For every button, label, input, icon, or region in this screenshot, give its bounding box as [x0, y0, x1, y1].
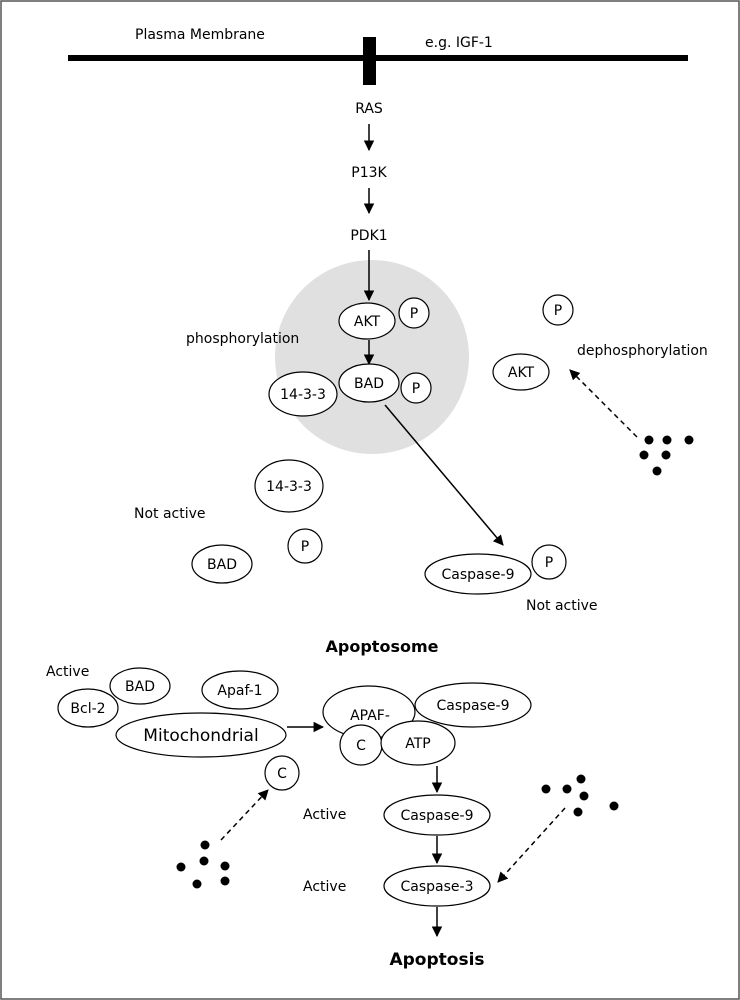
apoptosome-caspase9-node — [414, 682, 532, 728]
dephosphorylation-label: dephosphorylation — [577, 343, 708, 359]
pdk1-label: PDK1 — [350, 228, 387, 244]
free-1433-label: 14-3-3 — [266, 479, 312, 495]
phosphorylation-zone — [275, 260, 469, 454]
phosphorylation-label: phosphorylation — [186, 331, 299, 347]
bcl2-node — [57, 688, 119, 728]
free-p-node — [287, 528, 323, 564]
caspase3-node — [383, 865, 491, 907]
free-bad-node — [191, 544, 253, 584]
bad-complex-node — [338, 363, 400, 403]
dots-bottom-left — [176, 840, 230, 889]
ras-label: RAS — [355, 101, 383, 117]
not-active-label-left: Not active — [134, 506, 206, 522]
apoptosome-title: Apoptosome — [326, 637, 439, 656]
active-caspase9-label: Caspase-9 — [401, 808, 474, 824]
apoptosome-caspase9-label: Caspase-9 — [437, 698, 510, 714]
bad-phosphate-label: P — [412, 381, 420, 397]
receptor — [363, 37, 376, 85]
active-label-caspase3: Active — [303, 879, 346, 895]
arrow-bad-to-caspase9 — [384, 404, 504, 546]
protein-1433-complex-node — [268, 371, 338, 417]
free-1433-node — [254, 459, 324, 513]
caspase9-inactive-node — [424, 553, 532, 595]
akt-phosphate-label: P — [410, 306, 418, 322]
free-akt-node — [492, 353, 550, 391]
mito-bad-label: BAD — [125, 679, 155, 695]
dashed-arrow-to-caspase3 — [497, 807, 566, 883]
mitochondrial-node — [115, 712, 287, 758]
bad-complex-label: BAD — [354, 376, 384, 392]
apaf-label: APAF- — [350, 708, 390, 724]
dashed-arrow-to-c — [220, 789, 269, 841]
protein-1433-complex-label: 14-3-3 — [280, 387, 326, 403]
pi3k-label: P13K — [351, 165, 387, 181]
released-c-label: C — [277, 766, 287, 782]
dots-bottom-right — [541, 774, 619, 817]
caspase3-label: Caspase-3 — [401, 879, 474, 895]
active-label-caspase9: Active — [303, 807, 346, 823]
free-p-label: P — [301, 539, 309, 555]
caspase9-inactive-label: Caspase-9 — [442, 567, 515, 583]
free-phosphate-node — [542, 294, 574, 326]
atp-label: ATP — [405, 736, 430, 752]
active-label-mito: Active — [46, 664, 89, 680]
caspase9-phosphate-label: P — [545, 555, 553, 571]
ligand-label: e.g. IGF-1 — [425, 35, 493, 51]
free-akt-label: AKT — [508, 365, 535, 381]
phosphatase-dots-top — [639, 435, 694, 476]
dashed-arrow-to-akt — [569, 369, 638, 438]
bcl2-label: Bcl-2 — [70, 701, 105, 717]
not-active-label-right: Not active — [526, 598, 598, 614]
akt-phosphate-node — [398, 297, 430, 329]
free-bad-label: BAD — [207, 557, 237, 573]
free-phosphate-label: P — [554, 303, 562, 319]
bad-phosphate-node — [400, 372, 432, 404]
atp-node — [380, 720, 456, 766]
plasma-membrane-label: Plasma Membrane — [135, 27, 265, 43]
caspase9-phosphate-node — [531, 544, 567, 580]
released-c-node — [264, 755, 300, 791]
apoptosis-label: Apoptosis — [389, 950, 484, 970]
active-caspase9-node — [383, 794, 491, 836]
akt-node — [338, 302, 396, 340]
apaf1-node — [201, 670, 279, 710]
mitochondrial-label: Mitochondrial — [143, 726, 258, 746]
apaf1-label: Apaf-1 — [217, 683, 262, 699]
cytochrome-c-label: C — [356, 738, 366, 754]
mito-bad-node — [109, 667, 171, 705]
akt-label: AKT — [354, 314, 381, 330]
